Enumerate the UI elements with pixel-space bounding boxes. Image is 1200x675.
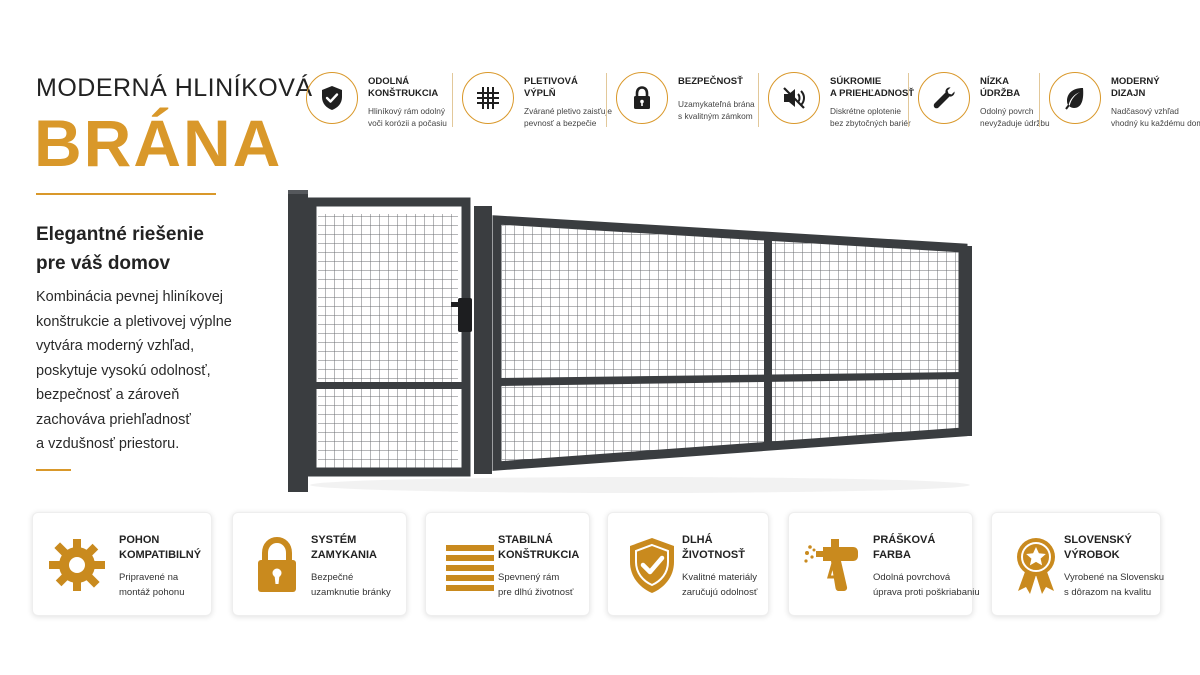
wrench-icon	[918, 72, 970, 124]
card-desc: s dôrazom na kvalitu	[1064, 587, 1152, 598]
stacked-bars-icon	[440, 533, 500, 597]
card-desc: Bezpečné	[311, 572, 354, 583]
feature-title: ODOLNÁ	[368, 76, 410, 87]
card-desc: montáž pohonu	[119, 587, 185, 598]
card-desc: uzamknutie bránky	[311, 587, 391, 598]
feature-title: SÚKROMIE	[830, 76, 882, 87]
feature-desc: nevyžaduje údržbu	[980, 118, 1050, 128]
card-title: FARBA	[873, 549, 911, 561]
title-divider	[36, 193, 216, 195]
card-desc: Odolná povrchová	[873, 572, 951, 583]
feature-desc: Zvárané pletivo zaisťuje	[524, 106, 612, 116]
card-title: SYSTÉM	[311, 534, 357, 546]
feature-title: A PRIEHĽADNOSŤ	[830, 88, 915, 99]
feature-title: MODERNÝ	[1111, 76, 1160, 87]
main-gate	[492, 215, 968, 471]
gate-post-middle	[474, 206, 492, 474]
feature-divider	[908, 73, 909, 127]
card-desc: zaručujú odolnosť	[682, 587, 758, 598]
feature-desc: s kvalitným zámkom	[678, 111, 753, 121]
award-badge-icon	[1006, 533, 1066, 597]
feature-divider	[606, 73, 607, 127]
card-desc: Kvalitné materiály	[682, 572, 757, 583]
feature-desc: Hliníkový rám odolný	[368, 106, 446, 116]
paragraph-line: poskytuje vysokú odolnosť,	[36, 362, 211, 379]
subtitle-line: pre váš domov	[36, 253, 171, 274]
card-desc: Vyrobené na Slovensku	[1064, 572, 1164, 583]
main-title: BRÁNA	[34, 106, 283, 180]
card-slovensky-vyrobok: SLOVENSKÝ VÝROBOK Vyrobené na Slovensku s …	[991, 512, 1164, 616]
card-title: KONŠTRUKCIA	[498, 549, 580, 561]
eyebrow-title: MODERNÁ HLINÍKOVÁ	[36, 74, 313, 102]
feature-desc: Nadčasový vzhľad	[1111, 106, 1179, 116]
card-desc: pre dlhú životnosť	[498, 587, 574, 598]
paragraph-line: bezpečnosť a zároveň	[36, 387, 180, 403]
card-title: PRÁŠKOVÁ	[873, 534, 936, 546]
card-desc: úprava proti poškriabaniu	[873, 587, 980, 598]
shield-check-icon	[306, 72, 358, 124]
gate-post-right	[960, 246, 972, 436]
privacy-mute-icon	[768, 72, 820, 124]
paragraph-line: konštrukcie a pletivovej výplne	[36, 313, 232, 330]
paragraph-line: a vzdušnosť priestoru.	[36, 436, 180, 452]
feature-divider	[1039, 73, 1040, 127]
feature-desc: Uzamykateľná brána	[678, 99, 755, 109]
gate-post-left	[288, 190, 308, 492]
gate-illustration	[288, 190, 972, 493]
feature-title: PLETIVOVÁ	[524, 76, 578, 87]
paragraph-line: Kombinácia pevnej hliníkovej	[36, 289, 223, 305]
leaf-icon	[1049, 72, 1101, 124]
paragraph-line: zachováva priehľadnosť	[36, 411, 191, 428]
feature-title: VÝPLŇ	[524, 88, 556, 99]
feature-desc: pevnosť a bezpečie	[524, 118, 597, 128]
feature-desc: Diskrétne oplotenie	[830, 106, 902, 116]
card-title: POHON	[119, 534, 160, 546]
card-praskova-farba: PRÁŠKOVÁ FARBA Odolná povrchová úprava pro…	[788, 512, 980, 616]
card-title: SLOVENSKÝ	[1064, 534, 1132, 546]
description-paragraph: Kombinácia pevnej hliníkovej konštrukcie…	[36, 285, 232, 457]
feature-divider	[758, 73, 759, 127]
feature-bezpecnost: BEZPEČNOSŤ Uzamykateľná brána s kvalitným…	[616, 70, 755, 130]
feature-title: NÍZKA	[980, 76, 1010, 87]
card-stabilna-konstrukcia: STABILNÁ KONŠTRUKCIA Spevnený rám pre dlhú…	[425, 512, 590, 616]
mesh-grid-icon	[462, 72, 514, 124]
spray-gun-icon	[803, 533, 863, 597]
padlock-icon	[247, 533, 307, 597]
paragraph-line: vytvára moderný vzhľad,	[36, 338, 195, 354]
feature-desc: bez zbytočných bariér	[830, 118, 911, 128]
card-system-zamykania: SYSTÉM ZAMYKANIA Bezpečné uzamknutie bránk…	[232, 512, 407, 616]
paragraph-divider	[36, 469, 71, 471]
feature-title: ÚDRŽBA	[980, 88, 1021, 99]
feature-desc: Odolný povrch	[980, 106, 1034, 116]
card-desc: Spevnený rám	[498, 572, 560, 583]
card-title: ZAMYKANIA	[311, 549, 377, 561]
card-title: DLHÁ	[682, 534, 713, 546]
feature-divider	[452, 73, 453, 127]
card-desc: Pripravené na	[119, 572, 179, 583]
gate-shadow	[310, 477, 970, 493]
card-dlha-zivotnost: DLHÁ ŽIVOTNOSŤ Kvalitné materiály zaručujú…	[607, 512, 769, 616]
feature-desc: vhodný ku každému domu	[1111, 118, 1200, 128]
padlock-icon	[616, 72, 668, 124]
feature-desc: voči korózii a počasiu	[368, 118, 447, 128]
pedestrian-gate	[307, 197, 471, 477]
subtitle-line: Elegantné riešenie	[36, 224, 204, 245]
card-title: ŽIVOTNOSŤ	[682, 549, 745, 561]
card-title: VÝROBOK	[1064, 549, 1120, 561]
subtitle: Elegantné riešenie pre váš domov	[36, 220, 204, 278]
shield-check-icon	[622, 533, 682, 597]
card-title: STABILNÁ	[498, 534, 553, 546]
gear-icon	[47, 533, 107, 597]
card-title: KOMPATIBILNÝ	[119, 549, 202, 561]
feature-title: KONŠTRUKCIA	[368, 88, 439, 99]
feature-title: DIZAJN	[1111, 88, 1146, 99]
feature-title: BEZPEČNOSŤ	[678, 76, 743, 87]
card-pohon: POHON KOMPATIBILNÝ Pripravené na montáž po…	[32, 512, 212, 616]
